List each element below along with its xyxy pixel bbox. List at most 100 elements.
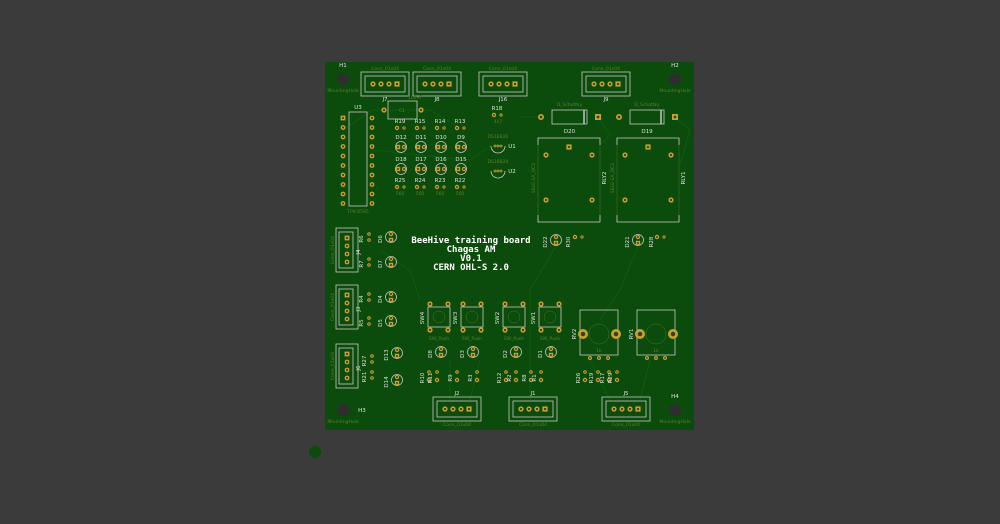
drill-hole [345,301,349,305]
silk-label: D8 [428,350,434,358]
drill-hole [505,371,507,373]
drill-hole [341,173,345,177]
silk-label: R5 [359,319,365,327]
drill-hole [371,377,373,379]
switch-outline [427,306,451,328]
drill-hole [345,260,349,264]
drill-hole [368,293,370,295]
drill-hole [607,357,609,359]
connector-outline [412,71,462,97]
drill-hole [664,357,666,359]
led-outline [550,234,562,246]
drill-hole [397,168,399,170]
silk-label: H3 [358,408,366,414]
drill-hole [494,145,496,147]
led-outline [385,315,397,327]
drill-hole [497,170,499,172]
silk-label: DS18B20 [488,159,509,165]
silk-label: MountingHole [659,88,690,94]
drill-hole [417,146,419,148]
switch-actuator [543,310,557,324]
drill-hole [544,153,548,157]
drill-hole [530,371,532,373]
mounting-hole [669,73,681,85]
silk-label: J8 [433,97,440,103]
silk-label: R21 [362,372,368,383]
silk-label: R29 [608,372,614,383]
silk-label: D17 [415,157,427,163]
drill-hole [515,379,517,381]
silk-label: R13 [455,119,466,125]
silk-label: MountingHole [327,88,358,94]
drill-hole [646,145,650,149]
silk-label: D1 [538,350,544,358]
drill-hole [589,357,591,359]
silk-label: Conn_01x04 [330,236,336,264]
connector-body [338,347,354,385]
led-outline [391,347,403,359]
switch-outline [502,306,526,328]
silk-label: D13 [384,349,390,361]
drill-hole [428,302,432,306]
drill-hole [600,82,604,86]
drill-hole [463,146,465,148]
drill-hole [596,115,600,119]
drill-hole [370,202,374,205]
silk-label: D12 [395,135,406,141]
drill-hole [467,407,471,411]
drill-hole [623,198,627,202]
drill-hole [423,82,427,86]
drill-hole [390,239,392,241]
silk-label: Conn_01x04 [423,66,451,72]
drill-hole [463,186,465,188]
silk-label: R18 [492,106,503,112]
drill-hole [646,357,648,359]
silk-label: Conn_01x04 [519,422,547,428]
drill-hole [436,186,438,188]
drill-hole [503,302,507,306]
drill-hole [403,168,405,170]
drill-hole [555,236,557,238]
drill-hole [493,114,495,116]
silk-label: 560 [396,191,405,197]
drill-hole [370,116,374,120]
transistor-outline [490,170,506,179]
drill-hole [368,264,370,266]
silk-label: U2 [508,169,516,175]
silk-label: H1 [339,63,347,69]
drill-hole [341,183,345,186]
drill-hole [616,371,618,373]
silk-label: RV2 [572,329,578,340]
drill-hole [370,164,374,167]
drill-hole [341,164,345,167]
drill-hole [463,168,465,170]
connector-outline [601,396,651,422]
switch-actuator [507,310,521,324]
drill-hole [443,407,447,411]
drill-hole [370,183,374,186]
silk-label: D2 [503,350,509,358]
drill-hole [598,357,600,359]
drill-hole [345,252,349,256]
silk-label: 560 [456,191,465,197]
drill-hole [544,198,548,202]
drill-hole [663,236,665,238]
silk-label: SW_Push [540,336,560,342]
drill-hole [535,407,539,411]
led-outline [385,231,397,243]
drill-hole [456,379,458,381]
drill-hole [637,236,639,238]
silk-label: Conn_01x04 [371,66,399,72]
board-version: V0.1 [460,254,482,264]
copper-trace [597,116,611,146]
drill-hole [613,331,619,337]
drill-hole [368,233,370,235]
drill-hole [623,153,627,157]
silk-label: SW3 [453,311,459,324]
connector-outline [581,71,631,97]
silk-label: H4 [671,394,679,400]
drill-hole [443,146,445,148]
led-outline [455,141,467,153]
drill-hole [440,348,442,350]
